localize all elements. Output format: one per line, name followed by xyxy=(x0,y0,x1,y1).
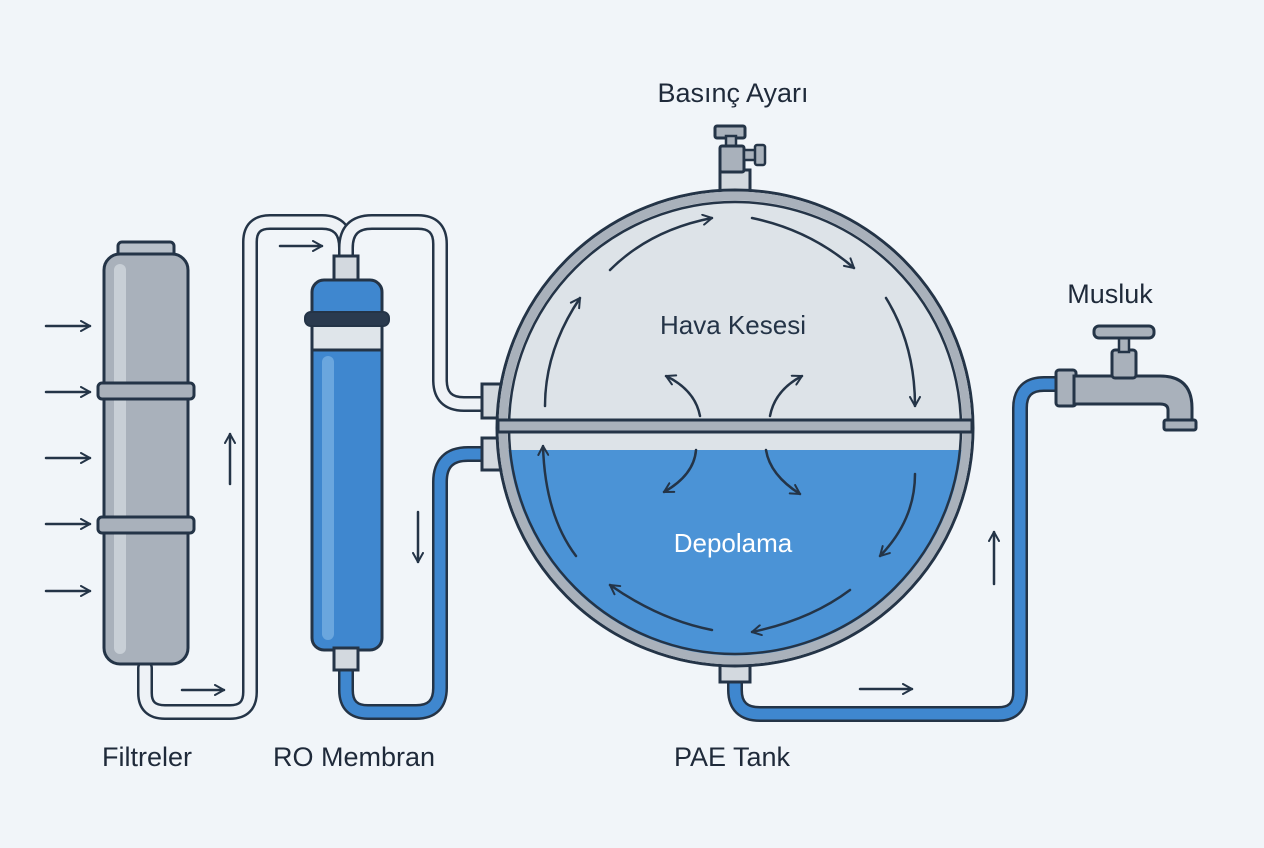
label-tank: PAE Tank xyxy=(674,742,791,772)
ro-membrane-icon xyxy=(304,254,390,672)
label-storage: Depolama xyxy=(674,528,793,558)
faucet-icon xyxy=(1054,324,1198,432)
pipe-membrane-to-tank-water xyxy=(338,446,498,720)
label-air-bag: Hava Kesesi xyxy=(660,310,806,340)
flow-arrows-inlet xyxy=(44,320,92,597)
flow-arrows-pipes xyxy=(180,240,1000,696)
label-pressure: Basınç Ayarı xyxy=(657,78,808,108)
pipe-filter-to-membrane xyxy=(137,214,354,720)
label-faucet: Musluk xyxy=(1067,279,1153,309)
pae-tank xyxy=(480,168,975,684)
label-ro-membrane: RO Membran xyxy=(273,742,435,772)
pipes xyxy=(137,214,1066,722)
flow-arrows-tank xyxy=(537,213,921,637)
filter-cartridge-icon xyxy=(96,240,196,666)
tank-diaphragm xyxy=(496,418,974,434)
pipe-tank-to-faucet xyxy=(727,376,1066,722)
label-filters: Filtreler xyxy=(102,742,192,772)
pipe-membrane-to-tank-air xyxy=(338,214,498,412)
pressure-valve-icon xyxy=(713,124,767,174)
